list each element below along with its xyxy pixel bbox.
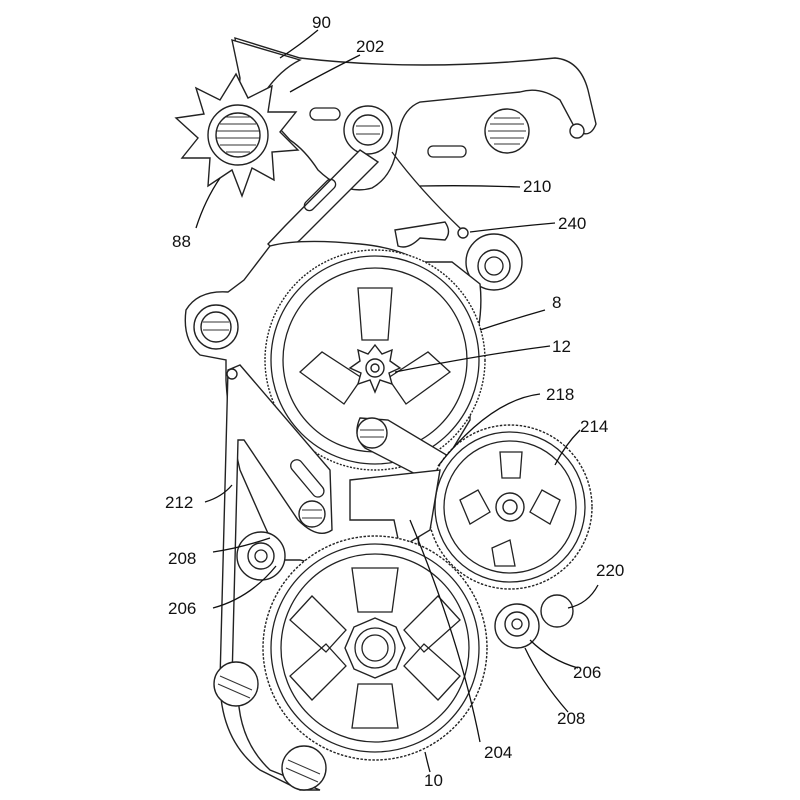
label-206-left: 206 (168, 599, 196, 618)
screw-212 (298, 500, 326, 528)
arm-212 (219, 364, 333, 681)
jewel-206-left (247, 542, 275, 570)
pin-220 (540, 594, 574, 628)
label-206-right: 206 (573, 663, 601, 682)
leader-lines (195, 29, 599, 773)
label-88: 88 (172, 232, 191, 251)
spring-arm-210 (391, 151, 463, 231)
wheel-10 (262, 535, 488, 761)
parts (174, 37, 597, 791)
jewel-206-right (504, 611, 530, 637)
upper-lever-202 (234, 37, 597, 191)
label-10: 10 (424, 771, 443, 790)
label-214: 214 (580, 417, 608, 436)
wheel-8 (264, 249, 486, 471)
label-208-right: 208 (557, 709, 585, 728)
screw-88 (215, 112, 261, 158)
screw-left-plate (200, 311, 232, 343)
label-12: 12 (552, 337, 571, 356)
screw-218 (356, 417, 388, 449)
label-204: 204 (484, 743, 512, 762)
label-220: 220 (596, 561, 624, 580)
label-208-left: 208 (168, 549, 196, 568)
label-212: 212 (165, 493, 193, 512)
gear-214 (427, 424, 593, 590)
label-240: 240 (558, 214, 586, 233)
screw-bottom-left (213, 661, 259, 707)
screw-bottom (281, 745, 327, 791)
reference-labels: 90 202 210 240 88 8 12 218 214 212 208 2… (165, 13, 624, 790)
pivot-screw (352, 114, 384, 146)
label-218: 218 (546, 385, 574, 404)
label-90: 90 (312, 13, 331, 32)
label-8: 8 (552, 293, 561, 312)
label-210: 210 (523, 177, 551, 196)
bushing-240 (477, 249, 511, 283)
center-hex-10 (344, 617, 406, 679)
pawl-240 (394, 221, 450, 248)
label-202: 202 (356, 37, 384, 56)
